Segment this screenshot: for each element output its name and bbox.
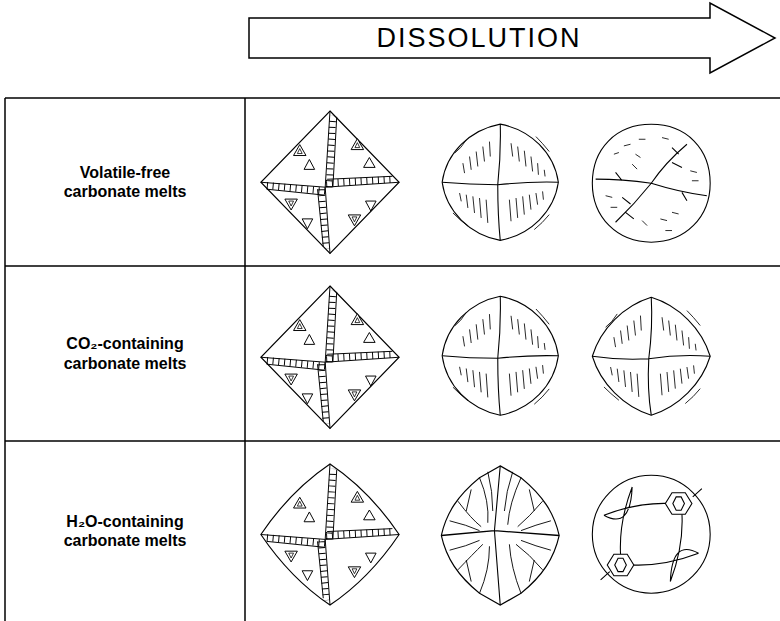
row-label: CO₂-containing carbonate melts: [50, 334, 200, 372]
row-header-cell: Volatile-free carbonate melts: [6, 99, 244, 265]
arrow-text-holder: DISSOLUTION: [248, 18, 710, 58]
octahedron-crystal: [261, 286, 399, 429]
rounded-crystal: [441, 466, 559, 605]
octahedron-crystal: [261, 111, 399, 254]
arrow-shape: [249, 3, 775, 73]
arrow-banner: DISSOLUTION: [248, 2, 778, 74]
octahedron-crystal: [261, 464, 399, 605]
table-grid: [5, 98, 780, 621]
row-label: Volatile-free carbonate melts: [50, 163, 200, 201]
rounded-crystal: [592, 124, 710, 242]
rounded-crystal: [592, 475, 710, 593]
arrow-label: DISSOLUTION: [376, 23, 581, 54]
row-header-cell: H₂O-containing carbonate melts: [6, 442, 244, 620]
rounded-crystal: [442, 124, 558, 240]
rounded-crystal: [442, 296, 558, 415]
row-header-cell: CO₂-containing carbonate melts: [6, 267, 244, 440]
row-label: H₂O-containing carbonate melts: [50, 512, 200, 550]
rounded-crystal: [592, 297, 710, 415]
